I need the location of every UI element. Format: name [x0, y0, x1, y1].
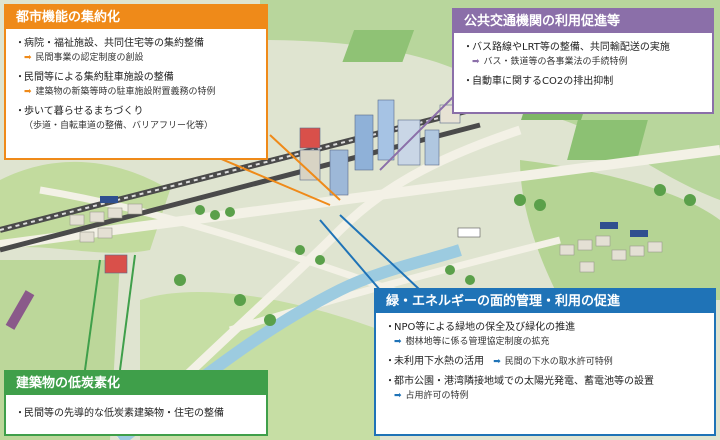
item-note: （歩道・自転車道の整備、バリアフリー化等）	[24, 121, 214, 131]
connector-green	[339, 214, 421, 291]
tree	[174, 274, 186, 286]
house	[647, 241, 663, 253]
connector-urban	[269, 134, 341, 201]
tower-building	[377, 99, 395, 161]
tree	[315, 255, 325, 265]
building-item-1: ・民間等の先導的な低炭素建築物・住宅の整備	[15, 408, 224, 419]
transit-item-1: ・バス路線やLRT等の整備、共同輸配送の実施 ➡バス・鉄道等の各事業法の手続特例	[463, 42, 670, 67]
bus	[457, 227, 481, 238]
tree	[225, 207, 235, 217]
urban-item-1: ・病院・福祉施設、共同住宅等の集約整備 ➡民間事業の認定制度の創設	[15, 38, 204, 63]
tower-building	[424, 129, 440, 166]
tree	[445, 265, 455, 275]
tree	[264, 314, 276, 326]
train	[5, 290, 35, 330]
tree	[684, 194, 696, 206]
house	[579, 261, 595, 273]
house	[97, 227, 113, 239]
house	[629, 245, 645, 257]
panel-title: 公共交通機関の利用促進等	[454, 10, 712, 33]
tower-building	[397, 119, 421, 166]
panel-public-transit: 公共交通機関の利用促進等 ・バス路線やLRT等の整備、共同輸配送の実施 ➡バス・…	[452, 8, 714, 114]
panel-title: 都市機能の集約化	[6, 6, 266, 29]
item-text: 未利用下水熱の活用	[394, 356, 484, 367]
panel-green-energy: 緑・エネルギーの面的管理・利用の促進 ・NPO等による緑地の保全及び緑化の推進 …	[374, 288, 716, 436]
tower-building	[354, 114, 374, 171]
field	[342, 30, 415, 62]
right-arrow-icon: ➡	[24, 87, 32, 97]
item-sub: 樹林地等に係る管理協定制度の拡充	[405, 337, 550, 347]
item-text: 歩いて暮らせるまちづくり	[24, 106, 144, 117]
right-arrow-icon: ➡	[24, 53, 32, 63]
connector-green	[319, 219, 381, 291]
house	[107, 207, 123, 219]
red-building	[299, 127, 321, 149]
tree	[465, 275, 475, 285]
tree	[295, 245, 305, 255]
connector-building	[119, 254, 136, 371]
tree	[234, 294, 246, 306]
item-sub: 民間の下水の取水許可特例	[504, 357, 613, 367]
item-sub: 占用許可の特例	[405, 391, 469, 401]
building	[299, 149, 321, 181]
item-text: 自動車に関するCO2の排出抑制	[472, 76, 614, 87]
panel-urban-functions: 都市機能の集約化 ・病院・福祉施設、共同住宅等の集約整備 ➡民間事業の認定制度の…	[4, 4, 268, 160]
house	[577, 239, 593, 251]
right-arrow-icon: ➡	[394, 391, 402, 401]
urban-item-2: ・民間等による集約駐車施設の整備 ➡建築物の新築等時の駐車施設附置義務の特例	[15, 72, 216, 97]
house	[559, 244, 575, 256]
tree	[654, 184, 666, 196]
urban-item-3: ・歩いて暮らせるまちづくり （歩道・自転車道の整備、バリアフリー化等）	[14, 105, 258, 133]
house	[69, 214, 85, 226]
panel-title: 緑・エネルギーの面的管理・利用の促進	[376, 290, 714, 313]
item-sub: 民間事業の認定制度の創設	[35, 53, 144, 63]
road	[0, 145, 720, 250]
solar-panel	[630, 230, 648, 237]
house	[79, 231, 95, 243]
green-item-3: ・都市公園・港湾隣接地域での太陽光発電、蓄電池等の設置 ➡占用許可の特例	[385, 376, 654, 401]
house	[611, 249, 627, 261]
panel-title: 建築物の低炭素化	[6, 372, 266, 395]
green-item-1: ・NPO等による緑地の保全及び緑化の推進 ➡樹林地等に係る管理協定制度の拡充	[385, 322, 576, 347]
item-text: 病院・福祉施設、共同住宅等の集約整備	[24, 38, 204, 49]
field	[567, 120, 648, 160]
tree	[514, 194, 526, 206]
tree	[195, 205, 205, 215]
tree	[534, 199, 546, 211]
house	[595, 235, 611, 247]
transit-item-2: ・自動車に関するCO2の排出抑制	[463, 76, 614, 87]
item-text: バス路線やLRT等の整備、共同輸配送の実施	[472, 42, 670, 53]
tower-building	[329, 149, 349, 196]
tree	[210, 210, 220, 220]
item-sub: バス・鉄道等の各事業法の手続特例	[483, 57, 628, 67]
item-text: 都市公園・港湾隣接地域での太陽光発電、蓄電池等の設置	[394, 376, 654, 387]
solar-panel	[600, 222, 618, 229]
house	[89, 211, 105, 223]
house	[127, 203, 143, 215]
green-item-2: ・未利用下水熱の活用 ➡民間の下水の取水許可特例	[385, 356, 613, 367]
item-sub: 建築物の新築等時の駐車施設附置義務の特例	[35, 87, 216, 97]
panel-low-carbon-buildings: 建築物の低炭素化 ・民間等の先導的な低炭素建築物・住宅の整備	[4, 370, 268, 436]
red-building	[104, 254, 128, 274]
hill-area	[520, 160, 720, 300]
item-text: NPO等による緑地の保全及び緑化の推進	[394, 322, 576, 333]
right-arrow-icon: ➡	[472, 57, 480, 67]
item-text: 民間等による集約駐車施設の整備	[24, 72, 174, 83]
connector-building	[84, 259, 101, 371]
right-arrow-icon: ➡	[394, 337, 402, 347]
railway	[0, 109, 471, 231]
solar-panel	[100, 196, 118, 203]
right-arrow-icon: ➡	[493, 357, 501, 367]
item-text: 民間等の先導的な低炭素建築物・住宅の整備	[24, 408, 224, 419]
